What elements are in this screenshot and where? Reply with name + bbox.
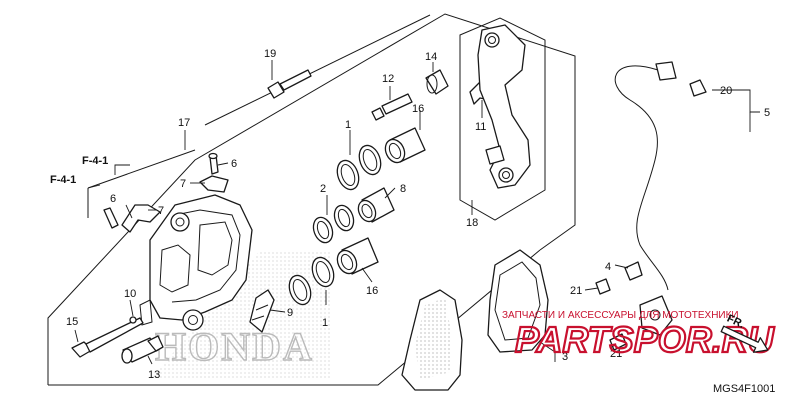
assembly-group-lines (47, 13, 576, 386)
callout-9: 9 (287, 307, 293, 319)
caliper-pin-15 (71, 317, 144, 358)
callout-7-lower: 7 (158, 205, 164, 217)
piston-16-upper (384, 127, 426, 164)
callout-5: 5 (764, 107, 770, 119)
honda-brand-text: HONDA (155, 324, 314, 369)
callout-8: 8 (400, 183, 406, 195)
callout-12: 12 (382, 73, 394, 85)
watermark-caption: ЗАПЧАСТИ И АКСЕССУАРЫ ДЛЯ МОТОТЕХНИКИ (502, 310, 739, 321)
spring-plate-9 (249, 289, 275, 333)
callout-1-upper: 1 (345, 119, 351, 131)
caliper-body (139, 194, 253, 331)
reference-f41-lower: F-4-1 (50, 174, 76, 186)
callout-20: 20 (720, 85, 732, 97)
seal-group-upper (336, 144, 382, 191)
callout-16-lower: 16 (366, 285, 378, 297)
callout-16-upper: 16 (412, 103, 424, 115)
callout-14: 14 (425, 51, 437, 63)
callout-13: 13 (148, 369, 160, 381)
drawing-code: MGS4F1001 (713, 383, 775, 395)
piston-8 (357, 187, 395, 223)
callout-10: 10 (124, 288, 136, 300)
brake-pad-outer (487, 249, 549, 353)
callout-15: 15 (66, 316, 78, 328)
callout-21-lower: 21 (610, 348, 622, 360)
watermark-logo: PARTSPOR.RU (515, 319, 775, 360)
seal-group-lower (288, 256, 335, 306)
caliper-bracket-18 (477, 24, 531, 189)
callout-labels: 19 12 14 16 11 1 17 6 7 2 8 6 7 18 16 10… (50, 48, 770, 381)
reference-f41-upper: F-4-1 (82, 155, 108, 167)
callout-6-upper: 6 (231, 158, 237, 170)
callout-3: 3 (562, 351, 568, 363)
callout-7-upper: 7 (180, 178, 186, 190)
bleeder-lower (103, 204, 161, 233)
callout-18: 18 (466, 217, 478, 229)
callout-19: 19 (264, 48, 276, 60)
leader-lines (74, 60, 760, 365)
callout-11: 11 (475, 121, 486, 133)
pin-12 (371, 93, 413, 121)
bolt-13 (121, 335, 164, 364)
piston-16-lower (336, 237, 379, 275)
callout-1-lower: 1 (322, 317, 328, 329)
honda-brand-watermark: HONDA (150, 250, 330, 380)
seal-ring-10 (129, 316, 137, 324)
callout-6-lower: 6 (110, 193, 116, 205)
bleeder-upper (199, 152, 229, 193)
callout-21-upper: 21 (570, 285, 582, 297)
callout-2: 2 (320, 183, 326, 195)
bolt-19 (267, 69, 312, 99)
callout-4: 4 (605, 261, 611, 273)
site-watermark: ЗАПЧАСТИ И АКСЕССУАРЫ ДЛЯ МОТОТЕХНИКИ PA… (502, 310, 776, 361)
seal-group-middle (312, 204, 355, 244)
abs-sensor-5 (595, 61, 707, 351)
callout-17: 17 (178, 117, 190, 129)
brake-pad-inner (401, 289, 463, 391)
boot-14 (425, 69, 449, 95)
